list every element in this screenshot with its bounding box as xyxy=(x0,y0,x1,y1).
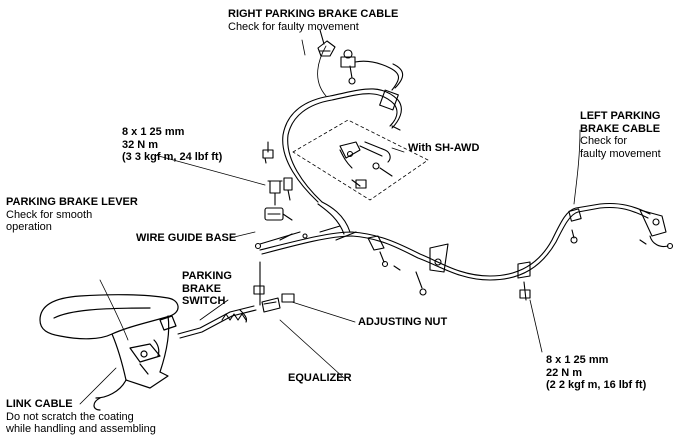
right-cable-label: RIGHT PARKING BRAKE CABLE Check for faul… xyxy=(228,8,398,33)
link-cable-label: LINK CABLE Do not scratch the coating wh… xyxy=(6,398,156,436)
left-cable-title-1: LEFT PARKING xyxy=(580,110,661,122)
sh-awd-inset xyxy=(292,119,429,201)
right-cable-title: RIGHT PARKING BRAKE CABLE xyxy=(228,8,399,20)
link-cable-note-2: while handling and assembling xyxy=(6,423,156,435)
torque-spec-lower: 8 x 1 25 mm 22 N m (2 2 kgf m, 16 lbf ft… xyxy=(546,354,646,392)
equalizer-label: EQUALIZER xyxy=(288,372,352,385)
torque-lower-size: 8 x 1 25 mm xyxy=(546,354,609,366)
sh-awd-bracket xyxy=(339,141,393,189)
parking-brake-lever xyxy=(39,294,179,411)
wire-guide-base-label: WIRE GUIDE BASE xyxy=(136,232,236,245)
link-cable-title: LINK CABLE xyxy=(6,398,73,410)
left-cable-title-2: BRAKE CABLE xyxy=(580,122,661,135)
wire-guide-base-text: WIRE GUIDE BASE xyxy=(136,232,237,244)
brake-switch-line-1: PARKING xyxy=(182,270,232,282)
torque-upper-size: 8 x 1 25 mm xyxy=(122,126,185,138)
equalizer-text: EQUALIZER xyxy=(288,372,352,384)
torque-upper-nm: 32 N m xyxy=(122,138,159,151)
brake-switch-line-2: BRAKE xyxy=(182,282,222,295)
torque-lower-kgf: (2 2 kgf m, 16 lbf ft) xyxy=(546,379,647,391)
main-cable-run xyxy=(254,201,674,301)
torque-lower-nm: 22 N m xyxy=(546,366,583,379)
brake-switch-line-3: SWITCH xyxy=(182,295,226,307)
wire-guide-bolts xyxy=(264,177,293,221)
equalizer-assembly xyxy=(177,261,295,339)
brake-switch-label: PARKING BRAKE SWITCH xyxy=(182,270,232,308)
right-cable-note: Check for faulty movement xyxy=(228,20,359,33)
torque-upper-kgf: (3 3 kgf m, 24 lbf ft) xyxy=(122,151,223,163)
torque-spec-upper: 8 x 1 25 mm 32 N m (3 3 kgf m, 24 lbf ft… xyxy=(122,126,222,164)
adjusting-nut-label: ADJUSTING NUT xyxy=(358,316,447,329)
leader-lines xyxy=(79,39,581,405)
left-cable-note-1: Check for xyxy=(580,135,628,147)
left-cable-note-2: faulty movement xyxy=(580,147,661,160)
adjusting-nut-text: ADJUSTING NUT xyxy=(358,316,448,328)
sh-awd-text: With SH-AWD xyxy=(408,142,480,154)
brake-lever-note-2: operation xyxy=(6,221,52,233)
right-parking-brake-cable xyxy=(262,29,404,203)
brake-lever-label: PARKING BRAKE LEVER Check for smooth ope… xyxy=(6,196,138,234)
brake-lever-note-1: Check for smooth xyxy=(6,208,93,221)
brake-lever-title: PARKING BRAKE LEVER xyxy=(6,196,138,208)
left-cable-label: LEFT PARKING BRAKE CABLE Check for fault… xyxy=(580,110,661,160)
link-cable-note-1: Do not scratch the coating xyxy=(6,410,134,423)
sh-awd-label: With SH-AWD xyxy=(408,142,479,155)
